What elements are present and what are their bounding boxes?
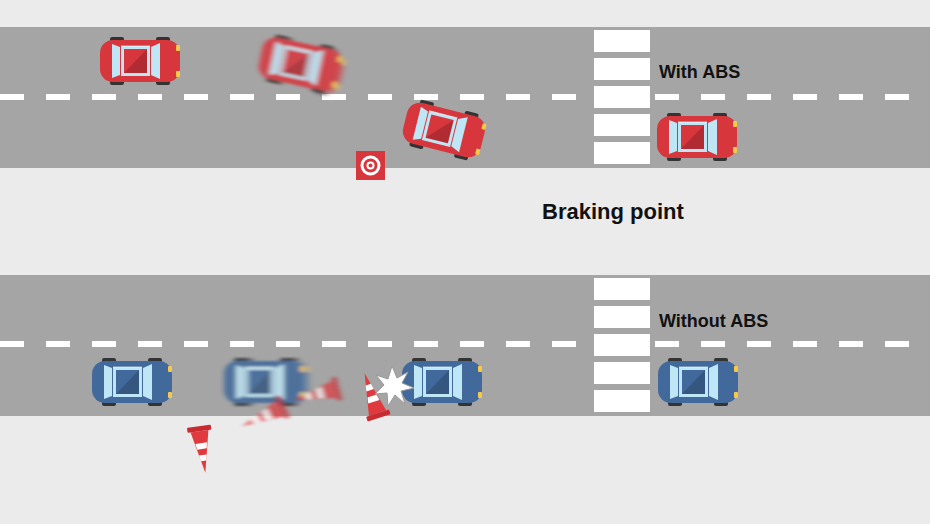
- traffic-cone: [187, 369, 391, 474]
- road: [0, 27, 930, 168]
- lane-line: [655, 94, 930, 100]
- label-text: With ABS: [659, 62, 740, 82]
- car-red: [100, 32, 737, 163]
- label-text: Without ABS: [659, 311, 768, 331]
- car-blue: [92, 358, 738, 406]
- crash-star: [375, 366, 414, 406]
- crosswalk: [594, 278, 650, 412]
- text-label: Without ABS: [659, 311, 768, 332]
- target-icon: [356, 151, 385, 180]
- text-label: With ABS: [659, 62, 740, 83]
- crosswalk: [594, 30, 650, 164]
- road: [0, 275, 930, 416]
- text-label: Braking point: [542, 199, 684, 225]
- lane-line: [655, 341, 930, 347]
- lane-line: [0, 341, 594, 347]
- label-text: Braking point: [542, 199, 684, 224]
- lane-line: [0, 94, 594, 100]
